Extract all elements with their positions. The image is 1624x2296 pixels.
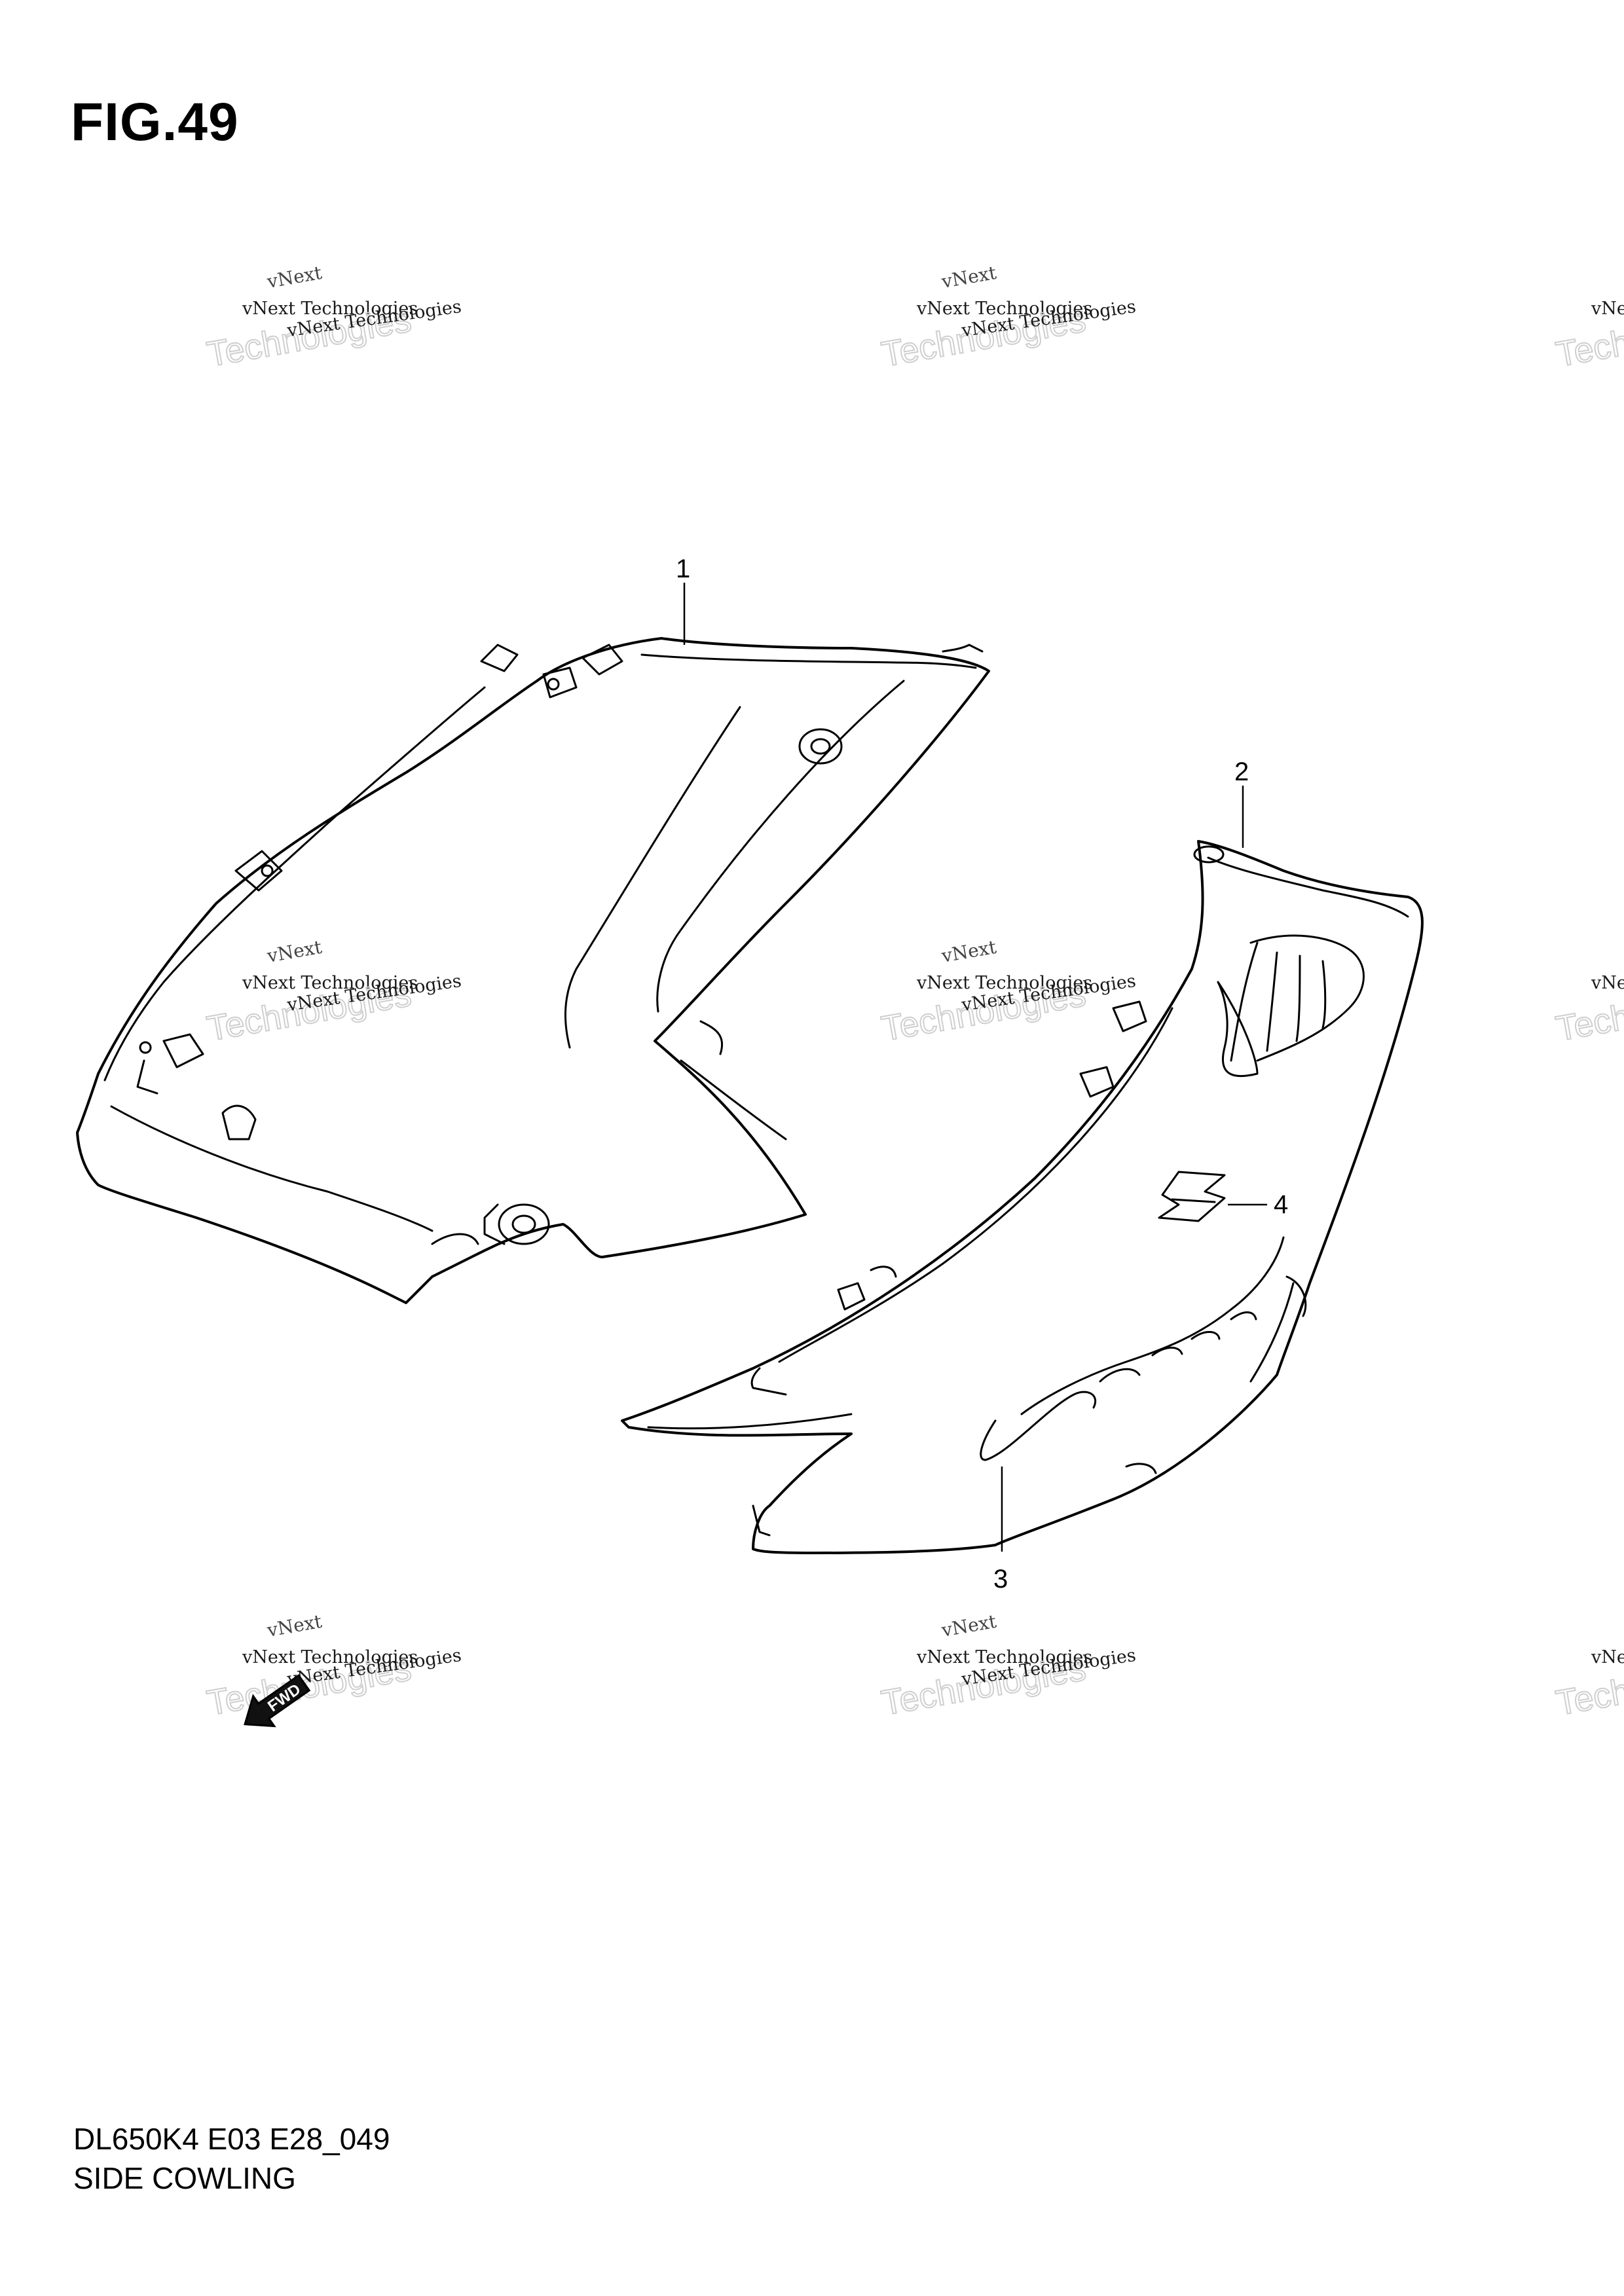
cover-1-inner-rim xyxy=(103,686,486,1082)
decal-3-script xyxy=(980,1391,1097,1461)
grommet-hole xyxy=(810,738,831,755)
watermark-tile: vNext vNext Technologies Technologies vN… xyxy=(878,936,1137,1049)
part-2-side-cowling xyxy=(621,840,1424,1554)
part-3-decal xyxy=(980,1236,1285,1461)
watermark-text: vNext xyxy=(265,262,324,293)
cowling-2-rim-end xyxy=(750,1367,787,1396)
mount-tab xyxy=(1112,1000,1147,1032)
grommet-base xyxy=(483,1203,506,1245)
decal-3-letters xyxy=(1099,1311,1257,1383)
watermark-text: vNext Technologies xyxy=(1591,973,1624,993)
cowling-2-inner-rim xyxy=(778,1007,1173,1363)
callout-1: 1 xyxy=(676,555,690,583)
mount-tab xyxy=(221,1104,257,1140)
part-4-emblem xyxy=(1158,1171,1226,1222)
mount-tab xyxy=(136,1059,158,1095)
mount-tab xyxy=(699,1020,724,1055)
grommet-hole xyxy=(511,1214,536,1234)
section-name: SIDE COWLING xyxy=(73,2161,296,2195)
screw-hole xyxy=(261,864,274,877)
decal-3-script xyxy=(1020,1236,1285,1415)
cowling-2-outline xyxy=(621,840,1424,1554)
screw-hole xyxy=(547,678,560,691)
cover-1-outline xyxy=(76,637,990,1304)
emblem-4-stroke xyxy=(1171,1198,1216,1203)
cowling-2-vent-rim xyxy=(1249,934,1365,1062)
watermark-text: vNext Technologies xyxy=(242,1647,418,1667)
watermark-text: vNext xyxy=(940,936,999,967)
watermark-text: vNext Technologies xyxy=(916,299,1092,319)
cover-1-inner-panel xyxy=(656,680,905,1013)
watermark-tile: vNext vNext Technologies Technologies vN… xyxy=(204,1611,463,1724)
cowling-2-vent xyxy=(1321,960,1327,1029)
model-code: DL650K4 E03 E28_049 xyxy=(73,2122,390,2156)
watermark-text: vNext xyxy=(265,1611,324,1641)
cover-1-top-edge xyxy=(640,653,977,669)
figure-title: FIG.49 xyxy=(71,92,239,152)
mount-tab xyxy=(837,1282,866,1311)
mount-tab xyxy=(431,1233,479,1245)
watermark-tile: vNext vNext Technologies Technologies vN… xyxy=(878,1611,1137,1724)
cowling-2-vent xyxy=(1266,951,1278,1052)
mount-tab xyxy=(234,850,283,892)
watermark-tile: vNext Technologies Technologies xyxy=(1553,1647,1624,1724)
mount-hole xyxy=(1193,845,1225,864)
mount-tab xyxy=(1125,1463,1157,1474)
mount-tab xyxy=(162,1033,204,1068)
watermark-text: vNext Technologies xyxy=(916,973,1092,993)
grommet-boss xyxy=(798,728,843,765)
cover-1-lower-rim xyxy=(110,1105,434,1232)
part-1-inner-side-cover xyxy=(76,637,990,1304)
callout-2: 2 xyxy=(1234,757,1249,786)
cowling-2-lower-lip xyxy=(647,1413,853,1430)
watermark-group: vNext vNext Technologies Technologies vN… xyxy=(204,262,1624,1724)
watermark-tile: vNext Technologies Technologies xyxy=(1553,299,1624,375)
watermark-text: vNext xyxy=(940,262,999,293)
watermark-text: vNext Technologies xyxy=(242,973,418,993)
cover-1-lower-tab xyxy=(680,1059,787,1140)
cover-1-corner xyxy=(942,644,984,653)
watermark-tile: vNext vNext Technologies Technologies vN… xyxy=(878,262,1137,375)
cowling-2-rear-edge xyxy=(1249,1282,1295,1383)
cowling-2-vent xyxy=(1230,941,1259,1062)
watermark-text: vNext xyxy=(265,936,324,967)
callout-4: 4 xyxy=(1274,1190,1288,1219)
watermark-text: vNext Technologies xyxy=(1591,1647,1624,1667)
mount-tab xyxy=(480,644,519,672)
mount-tab xyxy=(1079,1066,1115,1098)
emblem-4-icon xyxy=(1158,1171,1226,1222)
fwd-arrow-shape xyxy=(244,1674,311,1728)
callout-3: 3 xyxy=(993,1565,1008,1594)
cowling-2-top-edge xyxy=(1207,856,1409,918)
cowling-2-vent-inner xyxy=(1217,981,1259,1078)
watermark-tile: vNext vNext Technologies Technologies vN… xyxy=(204,936,463,1049)
watermark-text: vNext Technologies xyxy=(242,299,418,319)
mount-tab xyxy=(581,644,623,676)
watermark-text: vNext Technologies xyxy=(1591,299,1624,319)
mount-tab xyxy=(870,1266,897,1278)
cowling-2-rear-tab xyxy=(1285,1275,1307,1317)
grommet-boss xyxy=(498,1203,550,1245)
mount-tab xyxy=(752,1504,771,1537)
watermark-text: vNext Technologies xyxy=(916,1647,1092,1667)
watermark-tile: vNext vNext Technologies Technologies vN… xyxy=(204,262,463,375)
cover-1-inner-crease xyxy=(564,706,741,1049)
watermark-text: vNext xyxy=(940,1611,999,1641)
screw-hole xyxy=(139,1041,152,1054)
cowling-2-vent xyxy=(1295,955,1301,1042)
mount-tab xyxy=(542,666,578,699)
watermark-tile: vNext Technologies Technologies xyxy=(1553,973,1624,1049)
